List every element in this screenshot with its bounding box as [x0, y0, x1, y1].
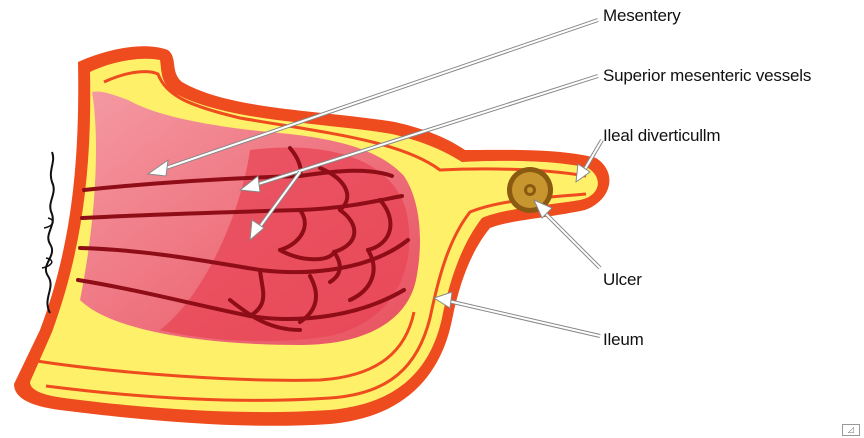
label-ileal-diverticulum: Ileal diverticullm	[603, 126, 720, 146]
label-ulcer: Ulcer	[603, 270, 642, 290]
ulcer-center-dot	[527, 187, 533, 193]
label-mesentery: Mesentery	[603, 6, 681, 26]
label-superior-mesenteric-vessels: Superior mesenteric vessels	[603, 66, 811, 86]
artist-signature-icon	[34, 148, 64, 318]
corner-icon: ◿	[842, 424, 860, 436]
label-ileum: Ileum	[603, 330, 644, 350]
